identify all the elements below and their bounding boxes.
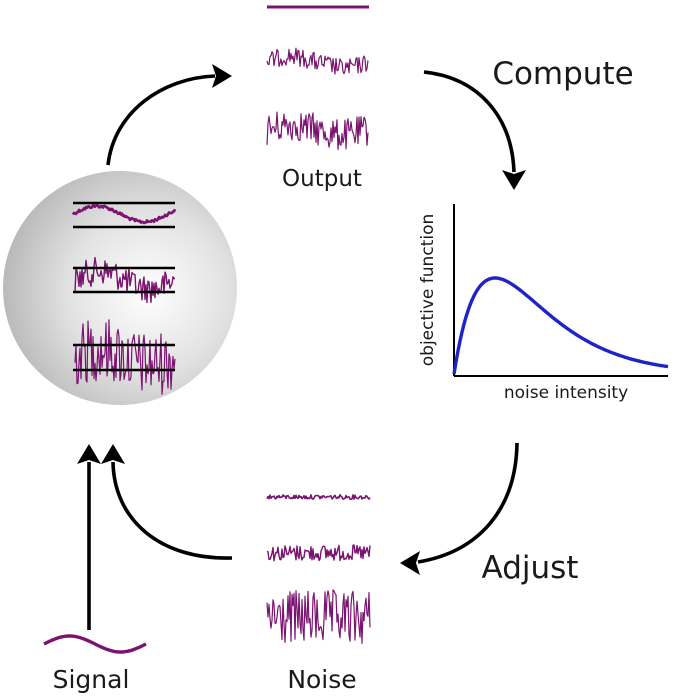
cycle-arrows [77, 64, 526, 630]
arrowhead-plot [502, 170, 526, 190]
plot-y-axis-label: objective function [418, 214, 438, 366]
system-disc [3, 171, 237, 405]
arrow-output-to-plot [423, 70, 516, 173]
disc-background [3, 171, 237, 405]
noise-trace-medium [266, 544, 371, 562]
arrowhead-system-from-noise [101, 444, 125, 464]
arrowhead-output [212, 64, 232, 88]
plot-x-axis-label: noise intensity [504, 383, 628, 403]
signal-label: Signal [53, 665, 130, 694]
arrow-noise-to-system [111, 461, 233, 560]
disc-panel-high-noise [73, 319, 176, 395]
arrowhead-system-from-signal [77, 444, 101, 464]
objective-curve [452, 276, 669, 375]
signal-trace [43, 634, 147, 654]
disc-panel-medium-noise [73, 256, 176, 304]
compute-label: Compute [492, 56, 633, 92]
arrow-plot-to-noise [417, 442, 519, 564]
output-traces [266, 5, 369, 151]
output-label: Output [282, 166, 362, 192]
adjust-label: Adjust [482, 550, 579, 586]
arrow-system-to-output [106, 74, 216, 166]
disc-panel-low-noise [71, 201, 177, 229]
output-trace-2 [266, 47, 369, 75]
output-trace-3 [266, 111, 369, 151]
disc-trace-high-noise [74, 319, 176, 395]
noise-trace-high [266, 589, 371, 645]
noise-traces [266, 493, 371, 645]
objective-function-plot: objective function noise intensity [418, 204, 669, 403]
arrowhead-noise [400, 551, 420, 575]
disc-trace-low-noise [71, 203, 177, 225]
noise-label: Noise [287, 665, 356, 694]
noise-trace-low [266, 493, 371, 501]
